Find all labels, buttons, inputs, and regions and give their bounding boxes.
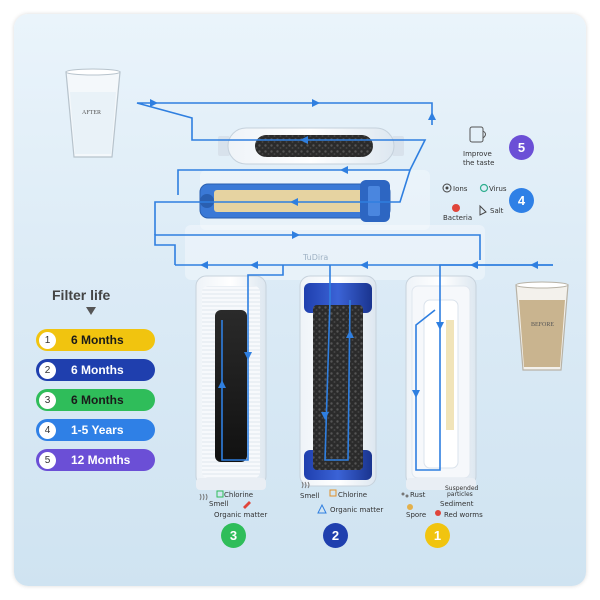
chlorine-icon [216, 490, 224, 498]
filter-life-item-1: 1 6 Months [36, 329, 155, 351]
after-label: AFTER [82, 110, 102, 116]
ions-icon [442, 183, 452, 193]
filter-housing-2 [299, 275, 377, 487]
stage3-badge: 3 [221, 523, 246, 548]
filter-life-item-2: 2 6 Months [36, 359, 155, 381]
rust-label: Rust [410, 491, 426, 499]
stage1-badge: 1 [425, 523, 450, 548]
chlorine-icon-2 [329, 489, 337, 497]
redworms-label: Red worms [444, 511, 483, 519]
stage3-organic-label: Organic matter [214, 511, 268, 519]
filter-life-label: 6 Months [71, 393, 124, 407]
redworms-icon [435, 510, 441, 516]
filter-life-number: 3 [39, 391, 56, 409]
stage5-text-line2: the taste [463, 159, 495, 167]
organic-icon-2 [317, 503, 327, 514]
before-glass [515, 281, 569, 371]
inline-filter-5 [218, 127, 404, 165]
stage3-chlorine-label: Chlorine [224, 491, 254, 499]
stage5-text-line1: Improve [463, 150, 492, 158]
spore-label: Spore [406, 511, 427, 519]
salt-icon [479, 204, 487, 216]
suspended-label-2: particles [447, 491, 473, 498]
flow-arrows [150, 99, 538, 420]
filter-life-number: 1 [39, 331, 56, 349]
filter-life-label: 12 Months [71, 453, 131, 467]
filter-life-item-3: 3 6 Months [36, 389, 155, 411]
filter-housing-1 [405, 275, 477, 490]
filter-life-item-4: 4 1-5 Years [36, 419, 155, 441]
smell-icon-2 [301, 481, 310, 489]
salt-label: Salt [490, 207, 504, 215]
spore-icon [407, 504, 413, 510]
stage3-smell-label: Smell [209, 500, 229, 508]
brand-mark: TuDira [303, 253, 329, 262]
suspended-label-1: Suspended [445, 485, 479, 492]
stage2-organic-label: Organic matter [330, 506, 384, 514]
filter-life-number: 4 [39, 421, 56, 439]
stage5-badge: 5 [509, 135, 534, 160]
filter-life-item-5: 5 12 Months [36, 449, 155, 471]
organic-icon-3 [243, 501, 251, 509]
rust-icon [401, 492, 409, 498]
stage4-badge: 4 [509, 188, 534, 213]
bacteria-label: Bacteria [443, 214, 473, 222]
unit-frame [185, 225, 485, 280]
smell-icon-3 [199, 493, 208, 501]
filter-life-title: Filter life [52, 287, 111, 303]
virus-label: Virus [489, 185, 507, 193]
filter-life-label: 6 Months [71, 363, 124, 377]
filter-life-number: 5 [39, 451, 56, 469]
filter-life-label: 6 Months [71, 333, 124, 347]
before-label: BEFORE [531, 322, 555, 328]
after-glass [65, 68, 121, 158]
virus-icon [479, 183, 489, 193]
stage2-smell-label: Smell [300, 492, 320, 500]
stage5-cup-icon [469, 126, 486, 143]
stage2-badge: 2 [323, 523, 348, 548]
filter-life-label: 1-5 Years [71, 423, 124, 437]
filter-housing-3 [195, 275, 267, 490]
ions-label: Ions [453, 185, 468, 193]
bacteria-icon [452, 204, 460, 212]
filter-life-arrow-icon [86, 307, 96, 315]
stage2-chlorine-label: Chlorine [338, 491, 368, 499]
filter-life-number: 2 [39, 361, 56, 379]
sediment-label: Sediment [440, 500, 474, 508]
